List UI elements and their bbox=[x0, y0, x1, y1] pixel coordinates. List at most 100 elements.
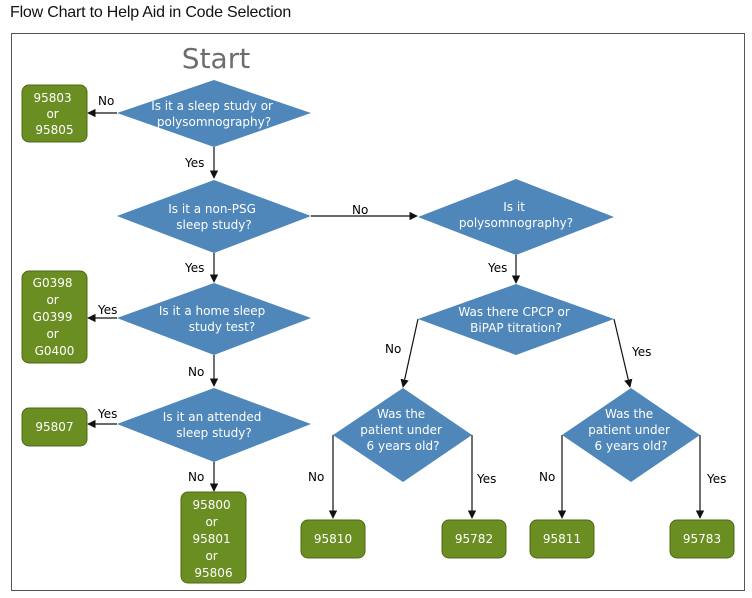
edge-label-no: No bbox=[308, 470, 324, 484]
decision-line: sleep study? bbox=[176, 218, 251, 232]
diagram-frame bbox=[11, 33, 745, 591]
decision-line: Is it an attended bbox=[163, 410, 262, 424]
outcome-line: 95803 bbox=[33, 91, 71, 105]
edge-label-no: No bbox=[188, 470, 204, 484]
decision-line: polysomnography? bbox=[459, 216, 573, 230]
decision-line: Is it a non-PSG bbox=[168, 202, 256, 216]
outcome-line: or bbox=[46, 107, 58, 121]
decision-line: Is it bbox=[503, 200, 525, 214]
outcome-line: 95811 bbox=[543, 532, 581, 546]
decision-node-is-psg: Is it polysomnography? bbox=[418, 179, 614, 255]
edge-label-yes: Yes bbox=[97, 407, 117, 421]
outcome-line: 95806 bbox=[194, 566, 232, 580]
edge-labels: No Yes No Yes Yes Yes No Yes No Yes No N… bbox=[97, 94, 726, 486]
outcome-line: 95782 bbox=[455, 532, 493, 546]
edge-d5-d7 bbox=[400, 318, 419, 388]
outcome-shape bbox=[529, 519, 595, 559]
outcome-shape bbox=[21, 84, 88, 143]
decision-node-sleep-study-or-psg: Is it a sleep study or polysomnography? bbox=[117, 80, 311, 147]
outcome-nodes: 95803 or 95805 G0398 or G0399 or G0400 9… bbox=[21, 84, 735, 584]
decision-shape bbox=[333, 388, 472, 482]
outcome-line: or bbox=[46, 293, 58, 307]
edge-label-no: No bbox=[352, 203, 368, 217]
outcome-line: 95801 bbox=[192, 532, 230, 546]
edge-label-yes: Yes bbox=[706, 472, 726, 486]
outcome-text: 95800 or 95801 or 95806 bbox=[192, 498, 234, 580]
decision-text: Is it polysomnography? bbox=[459, 200, 573, 230]
decision-line: BiPAP titration? bbox=[470, 321, 562, 335]
page-title: Flow Chart to Help Aid in Code Selection bbox=[10, 4, 292, 21]
outcome-text: 95811 bbox=[543, 532, 581, 546]
decision-text: Is it an attended sleep study? bbox=[163, 410, 265, 440]
outcome-shape bbox=[669, 519, 735, 559]
decision-line: 6 years old? bbox=[367, 439, 440, 453]
decision-line: patient under bbox=[588, 423, 670, 437]
outcome-line: 95805 bbox=[35, 123, 73, 137]
edge-label-no: No bbox=[188, 365, 204, 379]
outcome-node-g0398-g0399-g0400: G0398 or G0399 or G0400 bbox=[21, 270, 88, 364]
decision-text: Is it a sleep study or polysomnography? bbox=[151, 99, 277, 129]
decision-line: sleep study? bbox=[176, 426, 251, 440]
outcome-line: or bbox=[205, 549, 217, 563]
decision-text: Was the patient under 6 years old? bbox=[360, 407, 446, 453]
decision-line: Was there CPCP or bbox=[458, 305, 569, 319]
decision-node-under-6-left: Was the patient under 6 years old? bbox=[333, 388, 472, 482]
decision-shape bbox=[117, 283, 311, 355]
decision-line: Is it a sleep study or bbox=[151, 99, 273, 113]
outcome-node-95807: 95807 bbox=[21, 407, 88, 447]
outcome-shape bbox=[300, 519, 366, 559]
decision-shape bbox=[117, 180, 311, 253]
decision-nodes: Is it a sleep study or polysomnography? … bbox=[117, 80, 700, 482]
decision-line: Is it a home sleep bbox=[159, 304, 265, 318]
outcome-node-95803-95805: 95803 or 95805 bbox=[21, 84, 88, 143]
decision-line: study test? bbox=[189, 320, 256, 334]
decision-shape bbox=[117, 80, 311, 147]
outcome-node-95800-95801-95806: 95800 or 95801 or 95806 bbox=[180, 491, 247, 584]
outcome-text: 95810 bbox=[314, 532, 352, 546]
outcome-shape bbox=[21, 270, 88, 364]
edge-label-no: No bbox=[385, 342, 401, 356]
edge-label-yes: Yes bbox=[476, 472, 496, 486]
outcome-line: G0399 bbox=[33, 310, 73, 324]
edge-label-yes: Yes bbox=[184, 156, 204, 170]
outcome-node-95811: 95811 bbox=[529, 519, 595, 559]
outcome-line: G0400 bbox=[35, 344, 75, 358]
decision-shape bbox=[418, 284, 614, 355]
outcome-node-95783: 95783 bbox=[669, 519, 735, 559]
outcome-line: or bbox=[46, 327, 58, 341]
outcome-node-95810: 95810 bbox=[300, 519, 366, 559]
edge-label-yes: Yes bbox=[487, 261, 507, 275]
outcome-line: 95783 bbox=[683, 532, 721, 546]
outcome-text: G0398 or G0399 or G0400 bbox=[33, 276, 77, 358]
outcome-text: 95782 bbox=[455, 532, 493, 546]
outcome-line: 95810 bbox=[314, 532, 352, 546]
edge-label-no: No bbox=[539, 470, 555, 484]
decision-node-under-6-right: Was the patient under 6 years old? bbox=[562, 388, 700, 482]
edge-label-no: No bbox=[98, 94, 114, 108]
outcome-node-95782: 95782 bbox=[441, 519, 507, 559]
connectors bbox=[87, 108, 705, 519]
decision-line: Was the bbox=[377, 407, 425, 421]
decision-text: Is it a non-PSG sleep study? bbox=[168, 202, 260, 232]
decision-node-titration: Was there CPCP or BiPAP titration? bbox=[418, 284, 614, 355]
edge-d5-d8 bbox=[613, 318, 633, 388]
decision-text: Is it a home sleep study test? bbox=[159, 304, 269, 334]
decision-line: patient under bbox=[360, 423, 442, 437]
decision-line: 6 years old? bbox=[595, 439, 668, 453]
outcome-line: 95807 bbox=[35, 420, 73, 434]
edge-label-yes: Yes bbox=[184, 261, 204, 275]
outcome-shape bbox=[180, 491, 247, 584]
outcome-shape bbox=[21, 407, 88, 447]
edge-label-yes: Yes bbox=[631, 345, 651, 359]
decision-line: Was the bbox=[605, 407, 653, 421]
outcome-text: 95807 bbox=[35, 420, 73, 434]
outcome-line: or bbox=[205, 515, 217, 529]
outcome-line: 95800 bbox=[192, 498, 230, 512]
decision-node-home-sleep-test: Is it a home sleep study test? bbox=[117, 283, 311, 355]
outcome-shape bbox=[441, 519, 507, 559]
outcome-line: G0398 bbox=[33, 276, 73, 290]
decision-text: Was the patient under 6 years old? bbox=[588, 407, 674, 453]
decision-node-attended-study: Is it an attended sleep study? bbox=[117, 388, 311, 462]
outcome-text: 95783 bbox=[683, 532, 721, 546]
